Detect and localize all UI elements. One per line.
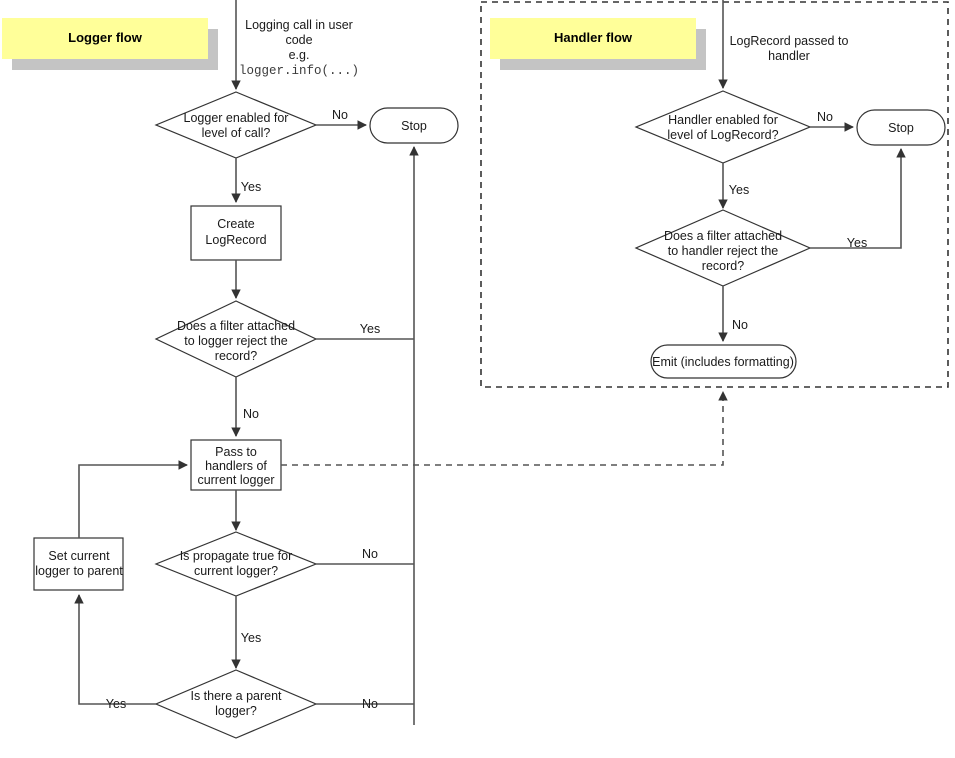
handler-flow-group-box bbox=[480, 1, 949, 388]
terminal-emit[interactable] bbox=[650, 344, 797, 379]
decision-parent-logger-line1: Is there a parent bbox=[190, 689, 282, 703]
edge-label-handler-enabled-no: No bbox=[817, 110, 833, 124]
decision-handler-filter-line1: Does a filter attached bbox=[664, 229, 782, 243]
terminal-stop-logger-label: Stop bbox=[401, 119, 427, 133]
logger-banner bbox=[2, 18, 208, 59]
edge-label-handler-filter-no: No bbox=[732, 318, 748, 332]
handler-entry-label-line2: handler bbox=[768, 49, 810, 63]
process-pass-to-handlers-line3: current logger bbox=[197, 473, 274, 487]
edge-label-parent-yes: Yes bbox=[106, 697, 126, 711]
handler-banner bbox=[490, 18, 696, 59]
terminal-stop-logger[interactable] bbox=[369, 107, 459, 144]
process-set-current-logger-line1: Set current bbox=[48, 549, 110, 563]
process-create-logrecord-line1: Create bbox=[217, 217, 255, 231]
edge-label-logger-enabled-yes: Yes bbox=[241, 180, 261, 194]
logger-entry-label-line2: code bbox=[285, 33, 312, 47]
edge-label-propagate-no: No bbox=[362, 547, 378, 561]
decision-handler-enabled-line1: Handler enabled for bbox=[668, 113, 778, 127]
decision-logger-filter-line1: Does a filter attached bbox=[177, 319, 295, 333]
decision-propagate-line1: Is propagate true for bbox=[180, 549, 293, 563]
edge-label-handler-filter-yes: Yes bbox=[847, 236, 867, 250]
decision-logger-enabled-line2: level of call? bbox=[202, 126, 271, 140]
decision-handler-enabled-line2: level of LogRecord? bbox=[667, 128, 778, 142]
terminal-emit-label: Emit (includes formatting) bbox=[652, 355, 794, 369]
process-pass-to-handlers-line1: Pass to bbox=[215, 445, 257, 459]
decision-logger-enabled-line1: Logger enabled for bbox=[184, 111, 289, 125]
decision-parent-logger[interactable] bbox=[154, 669, 318, 739]
process-create-logrecord-line2: LogRecord bbox=[205, 233, 266, 247]
edge-label-parent-no: No bbox=[362, 697, 378, 711]
decision-handler-filter-line2: to handler reject the bbox=[668, 244, 779, 258]
decision-handler-filter-line3: record? bbox=[702, 259, 744, 273]
set-logger-loopback-connector bbox=[78, 460, 188, 538]
process-set-current-logger-line2: logger to parent bbox=[35, 564, 123, 578]
handler-banner-label: Handler flow bbox=[554, 30, 633, 45]
handoff-dashed-connector bbox=[281, 391, 728, 466]
parent-yes-connector bbox=[74, 594, 156, 705]
process-set-current-logger[interactable] bbox=[33, 537, 124, 591]
logger-entry-code: logger.info(...) bbox=[239, 64, 359, 78]
edge-label-logger-filter-no: No bbox=[243, 407, 259, 421]
edge-label-logger-filter-yes: Yes bbox=[360, 322, 380, 336]
decision-propagate-line2: current logger? bbox=[194, 564, 278, 578]
process-pass-to-handlers[interactable] bbox=[190, 439, 282, 491]
handler-filter-yes-connector bbox=[810, 148, 906, 249]
edge-label-logger-enabled-no: No bbox=[332, 108, 348, 122]
edge-label-handler-enabled-yes: Yes bbox=[729, 183, 749, 197]
edge-label-propagate-yes: Yes bbox=[241, 631, 261, 645]
terminal-stop-handler[interactable] bbox=[856, 109, 946, 146]
process-pass-to-handlers-line2: handlers of bbox=[205, 459, 267, 473]
decision-logger-filter-line2: to logger reject the bbox=[184, 334, 288, 348]
decision-logger-filter-line3: record? bbox=[215, 349, 257, 363]
terminal-stop-handler-label: Stop bbox=[888, 121, 914, 135]
decision-logger-enabled[interactable] bbox=[154, 91, 318, 159]
decision-handler-enabled[interactable] bbox=[634, 90, 812, 164]
logger-entry-label-line3: e.g. bbox=[289, 48, 310, 62]
handler-entry-label-line1: LogRecord passed to bbox=[730, 34, 849, 48]
logger-banner-label: Logger flow bbox=[68, 30, 143, 45]
logger-entry-label-line1: Logging call in user bbox=[245, 18, 353, 32]
decision-parent-logger-line2: logger? bbox=[215, 704, 257, 718]
